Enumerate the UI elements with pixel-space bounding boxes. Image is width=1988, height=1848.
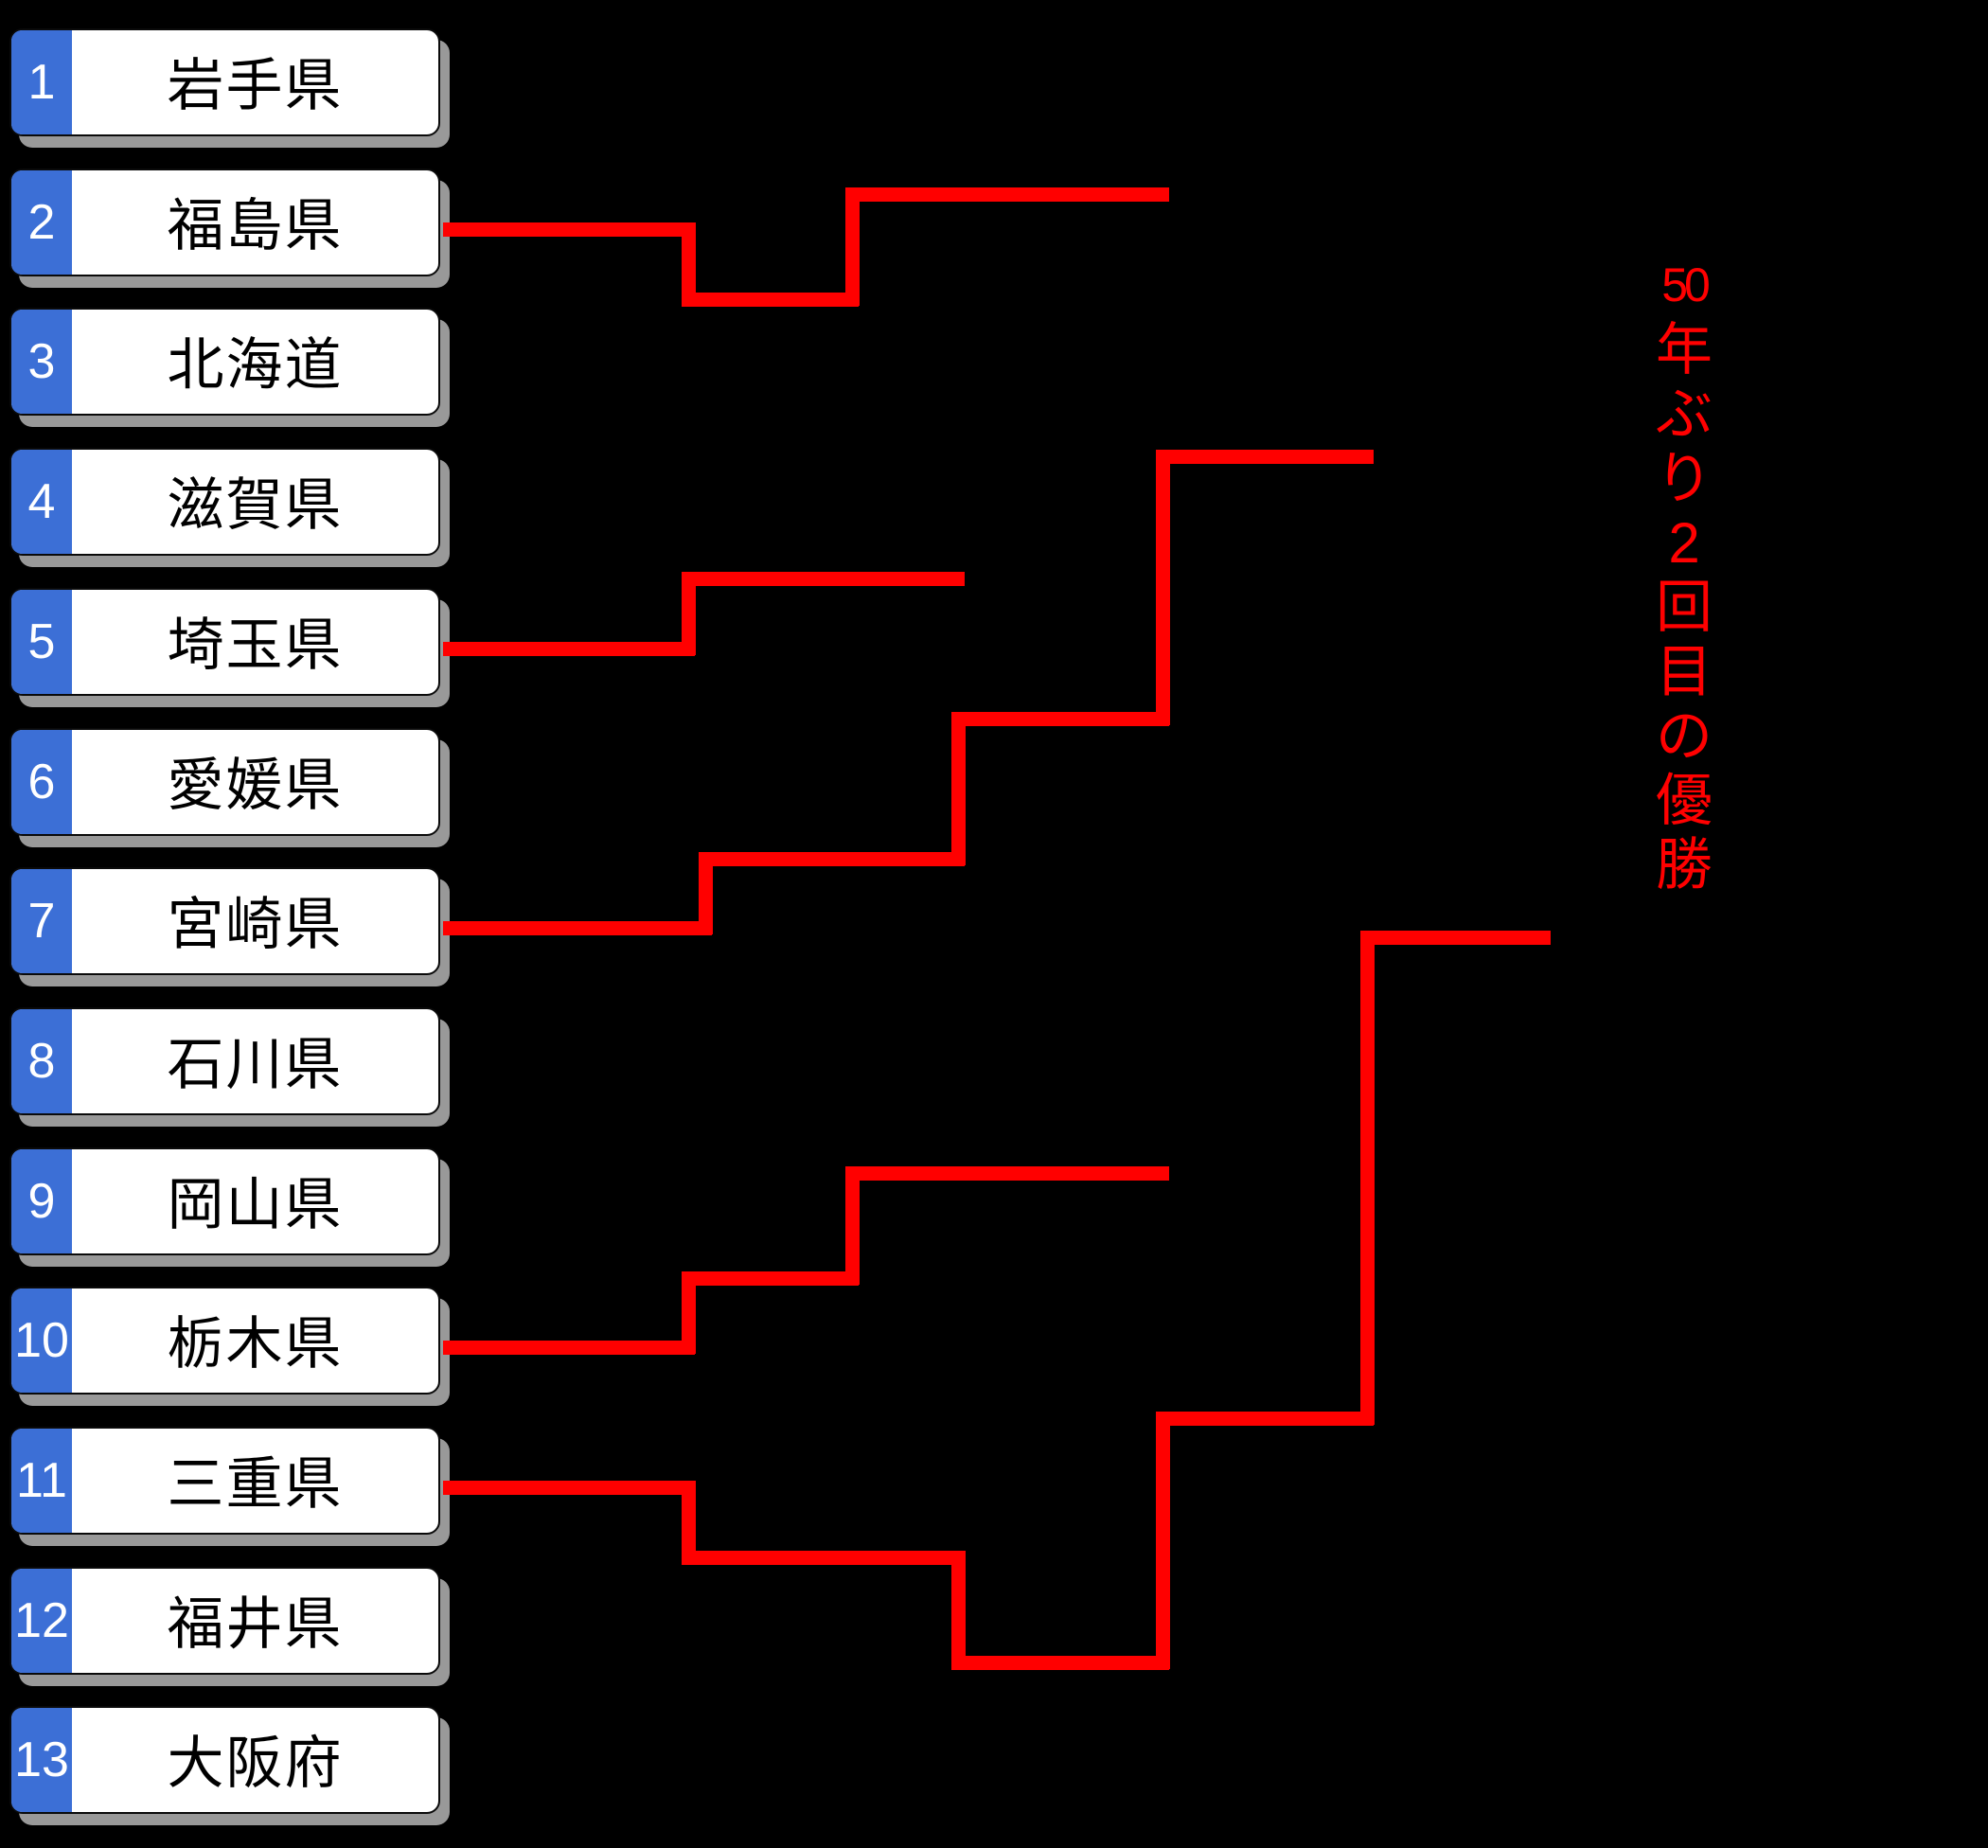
- prefecture-name: 岩手県: [167, 53, 344, 117]
- seed-badge: 2: [11, 170, 72, 275]
- seed-badge: 3: [11, 310, 72, 414]
- entrant-box: 3 北海道: [9, 308, 440, 416]
- winner-line-segment: [682, 1481, 696, 1564]
- entrant-box: 13 大阪府: [9, 1706, 440, 1814]
- winner-line-segment: [699, 852, 965, 866]
- winner-line-segment: [1156, 1412, 1170, 1669]
- winner-line-segment: [682, 222, 696, 306]
- champion-note-char: 目: [1656, 640, 1713, 703]
- entrant-box: 9 岡山県: [9, 1147, 440, 1255]
- prefecture-name: 福井県: [167, 1591, 344, 1656]
- winner-line-segment: [845, 187, 860, 306]
- champion-note-char: 年: [1656, 318, 1713, 382]
- winner-line-segment: [951, 712, 966, 865]
- champion-note-char: り: [1656, 447, 1713, 510]
- winner-line-segment: [682, 1271, 696, 1354]
- seed-badge: 10: [11, 1288, 72, 1393]
- winner-line-segment: [443, 1481, 695, 1495]
- seed-badge: 8: [11, 1009, 72, 1113]
- prefecture-name: 三重県: [167, 1451, 344, 1516]
- winner-line-segment: [443, 1341, 695, 1355]
- winner-line-segment: [443, 642, 695, 656]
- prefecture-name: 石川県: [167, 1032, 344, 1096]
- winner-line-segment: [1156, 450, 1170, 725]
- seed-badge: 11: [11, 1429, 72, 1533]
- seed-badge: 7: [11, 869, 72, 973]
- champion-note-char: 50: [1661, 258, 1711, 311]
- winner-line-segment: [443, 921, 712, 935]
- seed-badge: 4: [11, 450, 72, 554]
- champion-note-char: 勝: [1656, 833, 1713, 897]
- winner-line-segment: [845, 1166, 1169, 1181]
- entrant-box: 6 愛媛県: [9, 728, 440, 836]
- prefecture-name: 埼玉県: [167, 613, 344, 677]
- champion-note-char: 回: [1656, 576, 1713, 639]
- champion-note-char: 優: [1656, 769, 1713, 832]
- entrant-box: 4 滋賀県: [9, 448, 440, 556]
- prefecture-name: 愛媛県: [167, 753, 344, 817]
- winner-line-segment: [951, 1551, 966, 1669]
- winner-line-segment: [443, 222, 695, 237]
- winner-line-segment: [682, 572, 696, 655]
- seed-badge: 6: [11, 730, 72, 834]
- prefecture-name: 大阪府: [167, 1731, 344, 1795]
- winner-line-segment: [1360, 931, 1375, 1425]
- seed-badge: 12: [11, 1569, 72, 1673]
- entrant-box: 11 三重県: [9, 1427, 440, 1535]
- seed-badge: 5: [11, 590, 72, 694]
- prefecture-name: 岡山県: [167, 1172, 344, 1236]
- prefecture-name: 宮崎県: [167, 892, 344, 956]
- entrant-box: 1 岩手県: [9, 28, 440, 136]
- champion-note-char: の: [1656, 704, 1713, 768]
- winner-line-segment: [1156, 1412, 1374, 1426]
- winner-line-segment: [1156, 450, 1374, 464]
- winner-line-segment: [951, 1656, 1169, 1670]
- entrant-box: 12 福井県: [9, 1567, 440, 1675]
- seed-badge: 13: [11, 1708, 72, 1812]
- champion-note-char: 2: [1668, 511, 1700, 575]
- winner-line-segment: [845, 1166, 860, 1285]
- winner-line-segment: [682, 293, 859, 307]
- winner-line-segment: [845, 187, 1169, 202]
- winner-line-segment: [682, 572, 965, 586]
- entrant-box: 10 栃木県: [9, 1287, 440, 1395]
- winner-line-segment: [682, 1551, 965, 1565]
- seed-badge: 9: [11, 1149, 72, 1253]
- champion-note-char: ぶ: [1656, 382, 1713, 446]
- prefecture-name: 北海道: [167, 332, 344, 397]
- prefecture-name: 福島県: [167, 193, 344, 258]
- prefecture-name: 栃木県: [167, 1311, 344, 1376]
- winner-line-segment: [682, 1271, 859, 1286]
- entrant-box: 8 石川県: [9, 1007, 440, 1115]
- winner-line-segment: [1360, 931, 1551, 945]
- winner-line-segment: [951, 712, 1169, 726]
- prefecture-name: 滋賀県: [167, 472, 344, 537]
- entrant-box: 5 埼玉県: [9, 588, 440, 696]
- entrant-box: 2 福島県: [9, 169, 440, 276]
- winner-line-segment: [699, 852, 713, 934]
- entrant-box: 7 宮崎県: [9, 867, 440, 975]
- seed-badge: 1: [11, 30, 72, 134]
